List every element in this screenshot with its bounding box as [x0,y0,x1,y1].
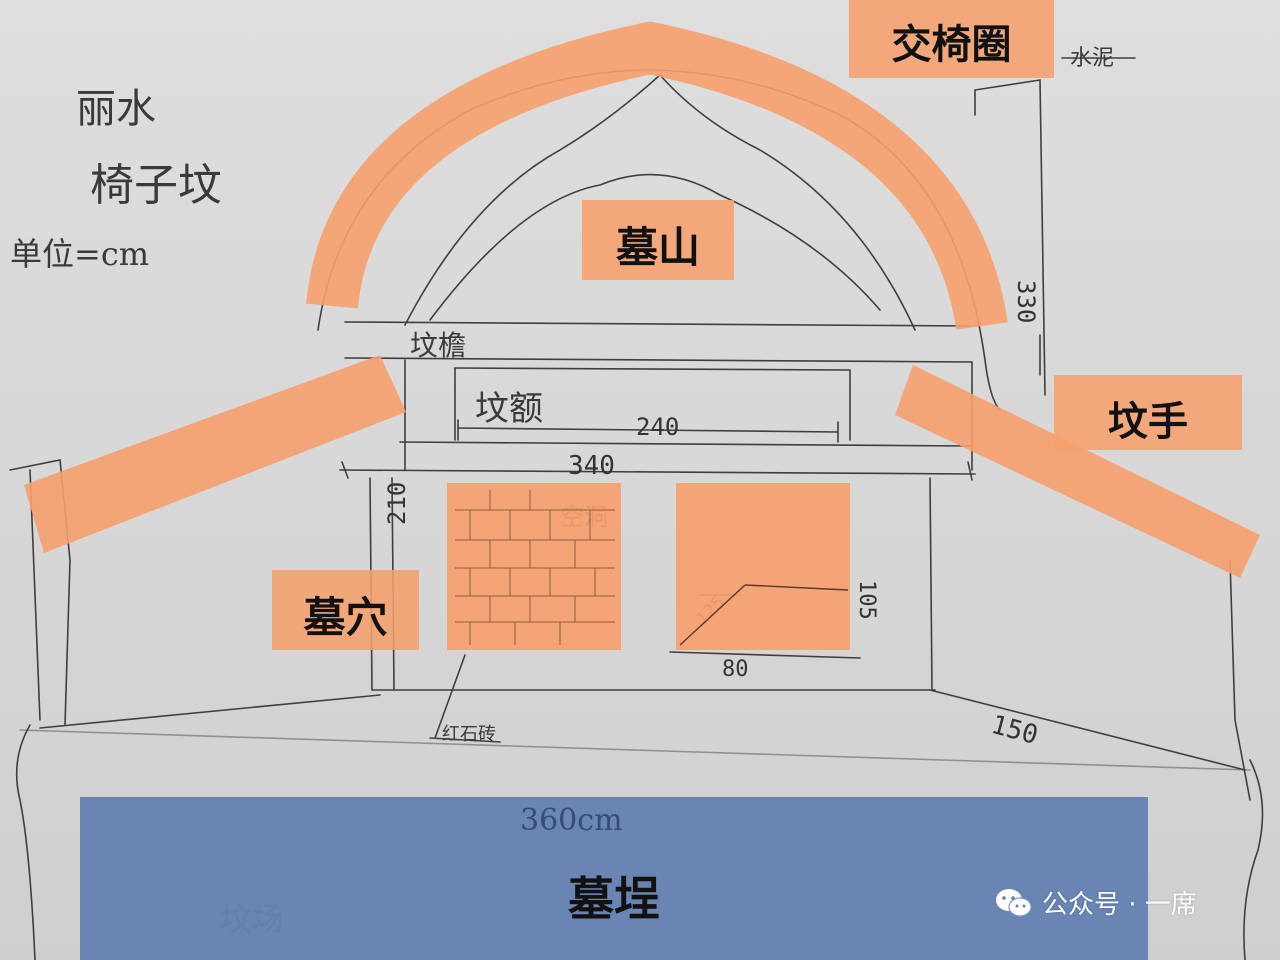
unit-note: 单位=cm [10,235,149,273]
mushan-label-box [582,200,734,280]
dim-210: 210 [383,482,411,525]
annotation-shuini: 水泥 [1070,46,1114,71]
left-fenshou-highlight [24,355,406,553]
label-mushan: 墓山 [615,223,700,272]
brick-pattern [455,490,615,645]
yard-left-curve [15,724,36,960]
right-fenshou-highlight [895,365,1260,578]
label-mucheng: 墓埕 [568,872,660,926]
label-fenshou: 坟手 [1108,399,1188,445]
right-wall-line [974,79,1046,396]
label-jiaoyiquan: 交椅圈 [891,22,1012,68]
right-wing-line [1229,559,1251,801]
annotation-hongzhuan: 红石砖 [442,724,496,745]
jiaoyiquan-arc-highlight [306,21,1008,331]
title-line-1: 丽水 [76,86,156,132]
jiaoyiquan-label-box [849,0,1054,78]
dim-360cm: 360cm [520,803,623,838]
fenshou-label-box [1054,375,1242,450]
dim-340: 340 [568,451,615,481]
dim-80: 80 [722,657,749,682]
yard-right-curve [1243,759,1264,960]
dim-105: 105 [854,580,879,620]
dim-240: 240 [636,413,679,441]
muxue-label-box [272,570,419,650]
eave-line-top [344,321,971,327]
dim-330: 330 [1012,280,1040,323]
mucheng-area: 360cm 墓埕 [80,797,1148,960]
title-line-2: 椅子坟 [90,160,222,211]
annotation-fen-yan: 坟檐 [410,329,466,362]
muxue-left-chamber [447,483,621,650]
watermark-text: 公众号 · 一席 [1042,890,1197,920]
wechat-icon [996,888,1032,917]
forehead-bottom-line [399,441,971,447]
mound-core-line [429,173,881,321]
label-muxue: 墓穴 [303,593,388,642]
eave-line-bottom [344,357,973,363]
annotation-fen-e: 坟额 [475,389,543,429]
watermark: 公众号 · 一席 [994,884,1197,921]
base-top-line [339,469,976,475]
